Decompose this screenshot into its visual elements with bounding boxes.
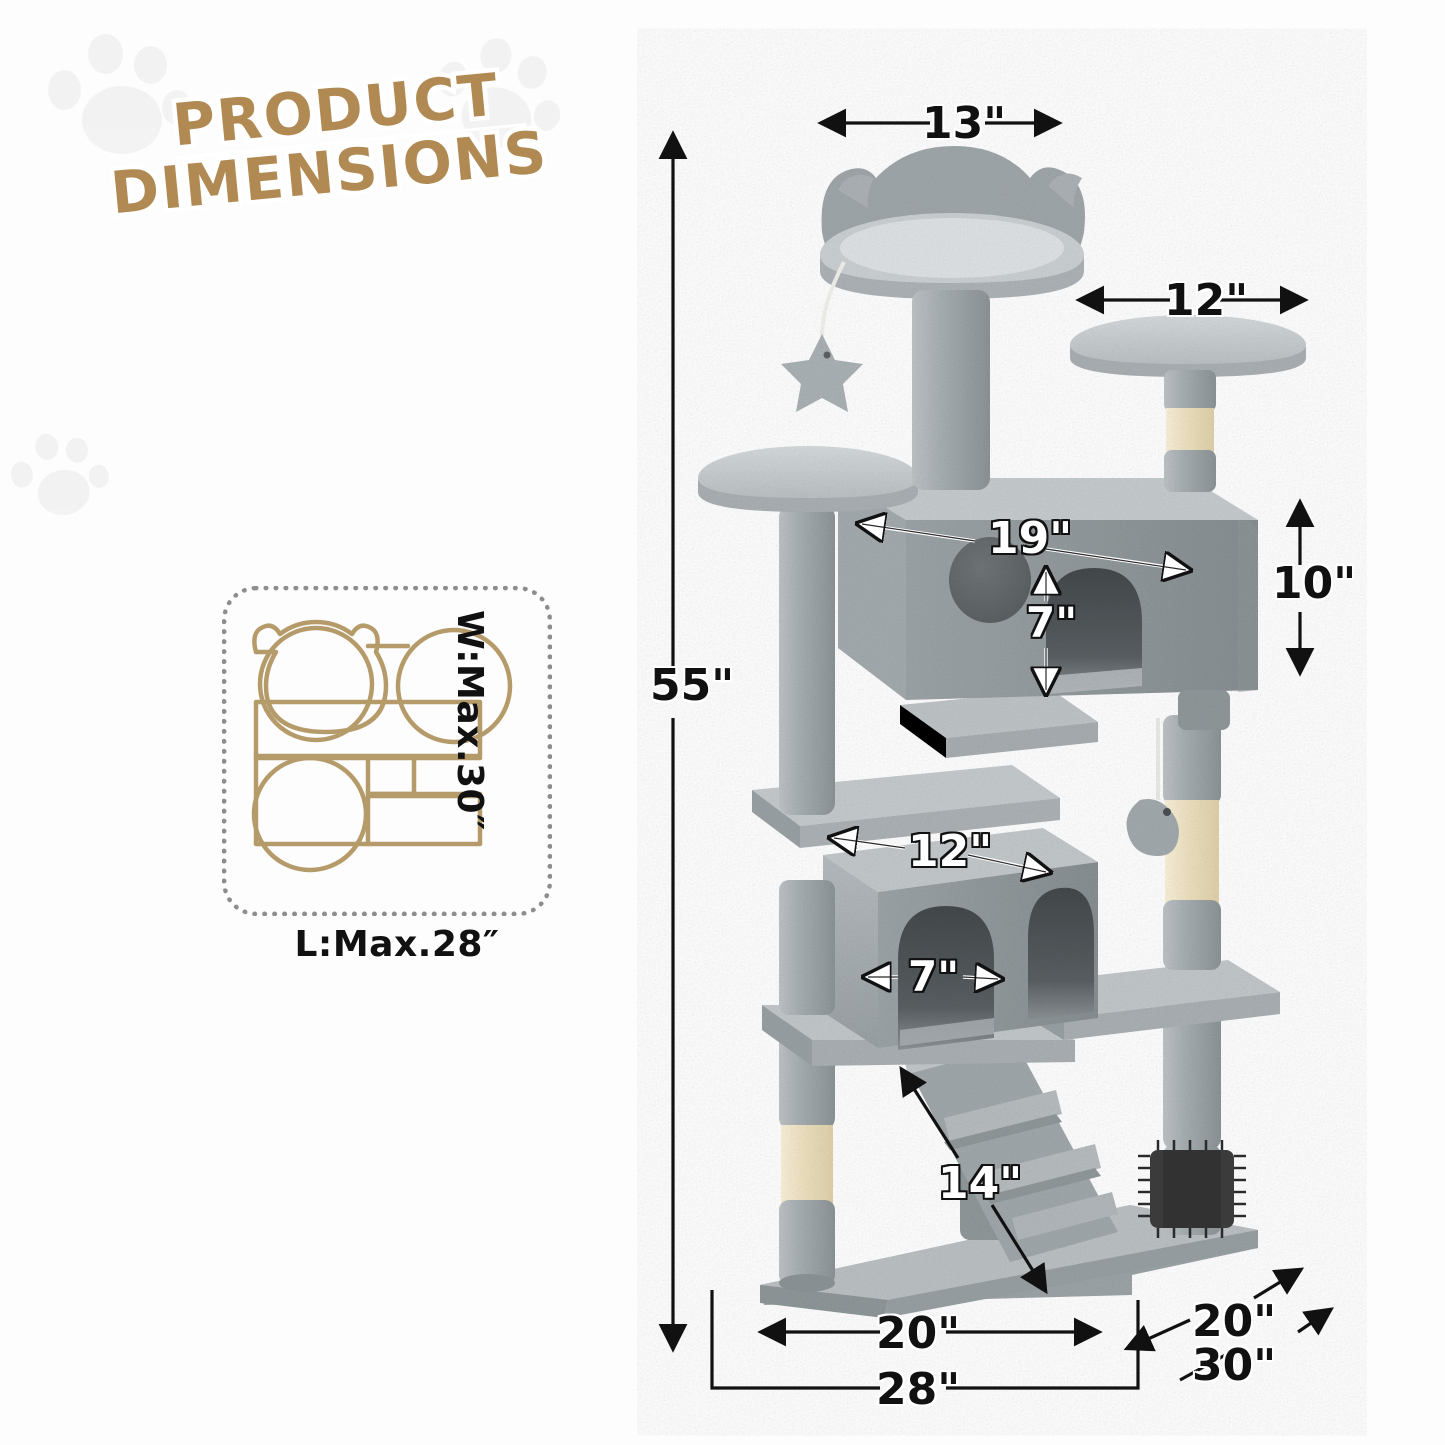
top-perch-bed: [820, 146, 1085, 490]
post-right-bottom: [1138, 1000, 1246, 1238]
upper-condo-porthole: [949, 537, 1031, 623]
post-left-upper: [779, 505, 835, 815]
perch-right-round: [1070, 315, 1306, 492]
mouse-toy-icon: [1126, 718, 1179, 856]
post-right-sisal: [1163, 715, 1221, 970]
perch-left-round: [698, 446, 918, 512]
upper-condo-door: [1046, 568, 1142, 694]
star-toy-icon: [781, 261, 863, 412]
post-left-mid: [779, 880, 835, 1015]
lower-condo-door-left: [898, 906, 994, 1050]
step-upper: [900, 690, 1098, 758]
paw-print-icon: [42, 28, 207, 188]
footprint-outline: [251, 619, 513, 873]
lower-condo-door-right: [1028, 887, 1094, 1020]
footprint-dotted-border: [222, 586, 552, 916]
massage-brush-icon: [1138, 1140, 1246, 1238]
footprint-length-label: L:Max.28″: [294, 924, 500, 965]
post-right-upper-support: [1178, 690, 1230, 730]
lower-condo: [823, 828, 1098, 1050]
footprint-diagram: L:Max.28″ W:Max.30″: [222, 586, 552, 965]
